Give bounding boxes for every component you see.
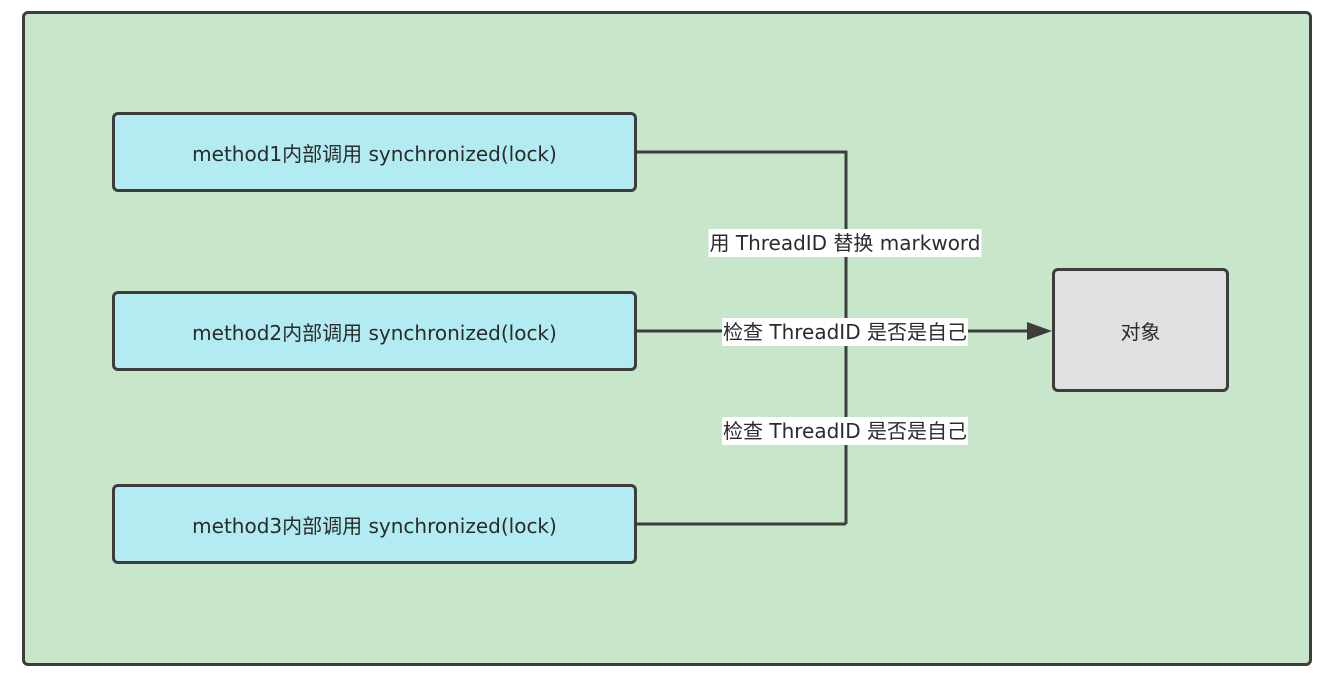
method3-node[interactable]: method3内部调用 synchronized(lock)	[112, 484, 637, 564]
edge-label-check-threadid-middle: 检查 ThreadID 是否是自己	[722, 318, 968, 346]
method2-node[interactable]: method2内部调用 synchronized(lock)	[112, 291, 637, 371]
method1-node[interactable]: method1内部调用 synchronized(lock)	[112, 112, 637, 192]
method1-label: method1内部调用 synchronized(lock)	[192, 141, 557, 166]
method2-label: method2内部调用 synchronized(lock)	[192, 320, 557, 345]
object-label: 对象	[1120, 319, 1161, 344]
arrowhead-icon	[1027, 322, 1052, 340]
edge-label-check-threadid-bottom: 检查 ThreadID 是否是自己	[722, 417, 968, 445]
edge-label-replace-markword: 用 ThreadID 替换 markword	[708, 229, 982, 257]
method3-label: method3内部调用 synchronized(lock)	[192, 513, 557, 538]
object-node[interactable]: 对象	[1052, 268, 1229, 392]
connector-method1	[637, 150, 848, 524]
